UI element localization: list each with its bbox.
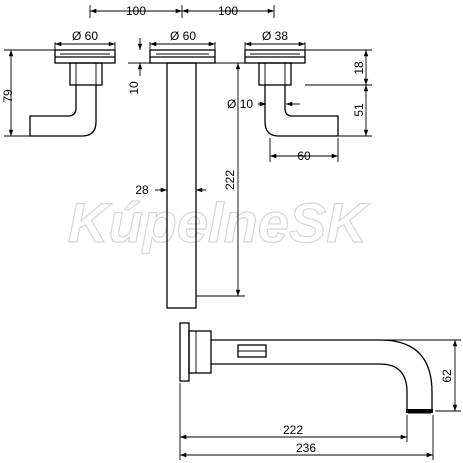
dim-left-handle-diameter: Ø 60 bbox=[72, 29, 98, 43]
left-handle-drawing bbox=[29, 49, 116, 137]
dim-lever-length: 60 bbox=[297, 149, 311, 163]
dim-spout-total-projection: 236 bbox=[296, 441, 316, 455]
dim-spout-height: 62 bbox=[440, 369, 454, 383]
spout-side-view bbox=[179, 322, 433, 414]
dim-lever-diameter: Ø 10 bbox=[227, 97, 253, 111]
dim-right-rosette-height: 18 bbox=[352, 61, 366, 75]
dim-rosette-depth: 10 bbox=[127, 81, 141, 95]
dim-spacing-left: 100 bbox=[126, 4, 146, 18]
dim-right-rosette-diameter: Ø 38 bbox=[262, 29, 288, 43]
dim-lever-drop: 51 bbox=[352, 103, 366, 117]
spout-rosette-drawing bbox=[149, 49, 216, 309]
dim-spout-projection: 222 bbox=[283, 423, 303, 437]
dim-left-handle-height: 79 bbox=[1, 89, 15, 103]
watermark: KúpelneSK bbox=[68, 191, 370, 254]
dim-pipe-length: 222 bbox=[223, 170, 237, 190]
dim-pipe-width: 28 bbox=[135, 183, 149, 197]
dim-spout-rosette-diameter: Ø 60 bbox=[170, 29, 196, 43]
dim-spacing-right: 100 bbox=[218, 4, 238, 18]
right-handle-drawing bbox=[244, 49, 339, 137]
dimension-lines bbox=[4, 5, 461, 460]
